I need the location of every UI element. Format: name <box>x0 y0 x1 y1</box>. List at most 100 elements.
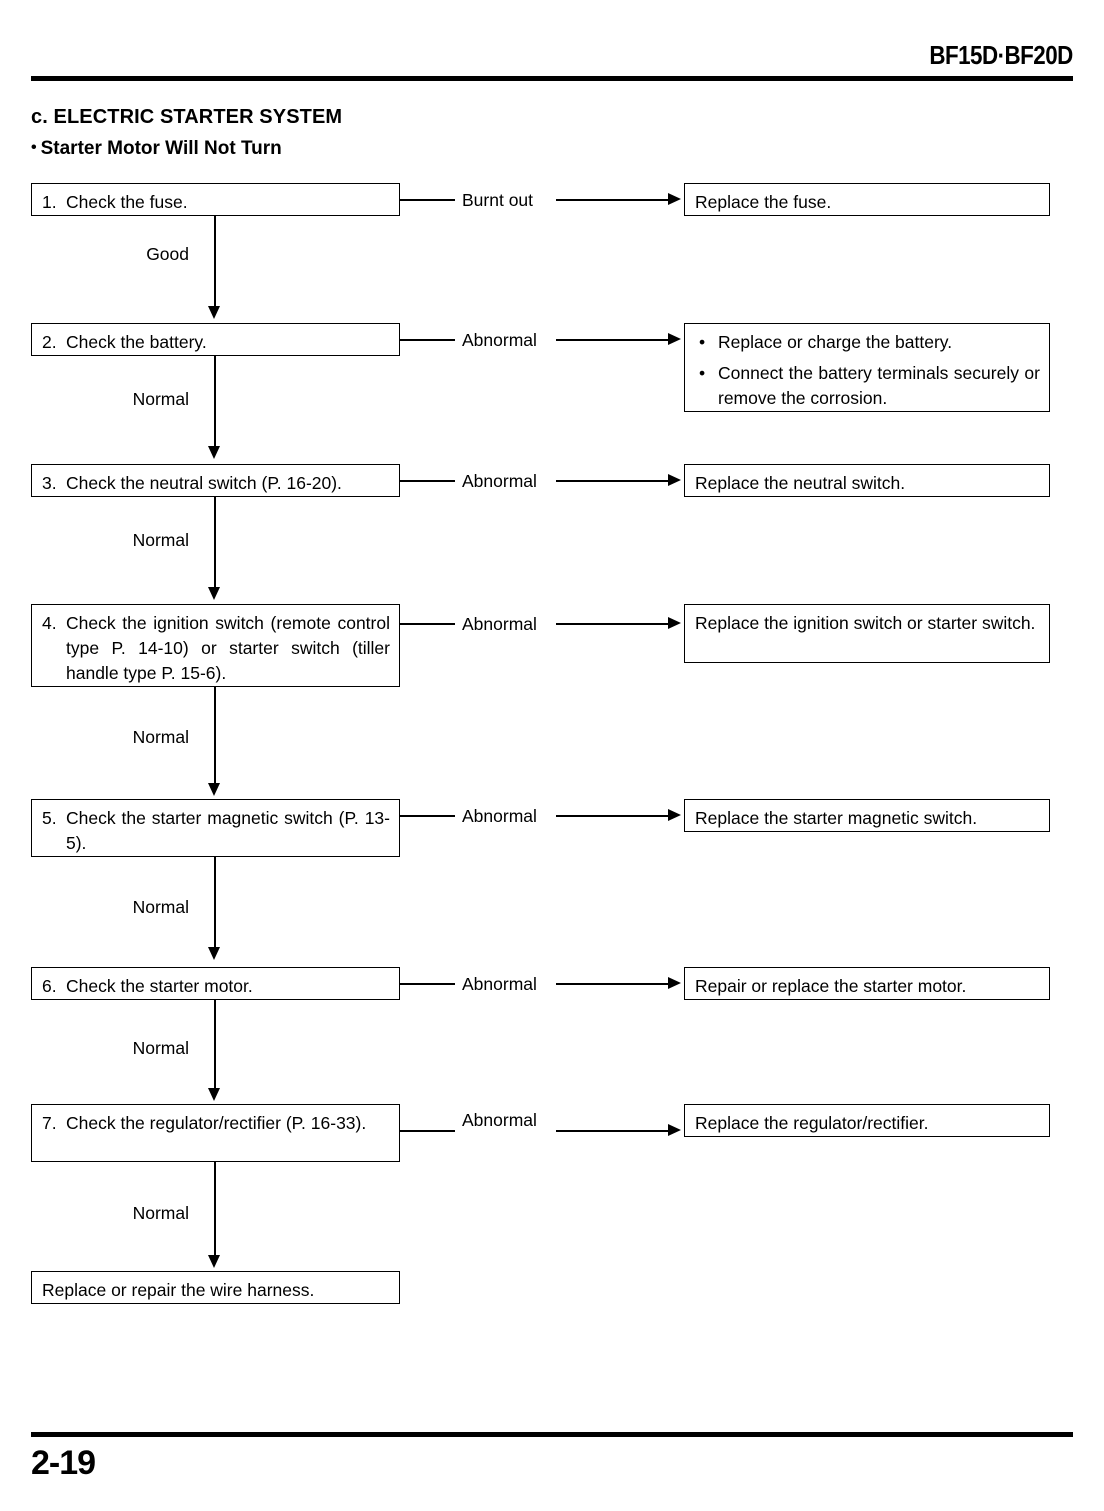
flow-step-5-result-text: Replace the starter magnetic switch. <box>695 808 978 828</box>
flow-step-4-branch-label: Abnormal <box>462 614 537 634</box>
flow-step-5-box: 5. Check the starter magnetic switch (P.… <box>31 799 400 857</box>
flow-step-5-result-box: Replace the starter magnetic switch. <box>684 799 1050 832</box>
flow-step-7-branch-arrow <box>668 1124 681 1136</box>
flow-step-7-branch-line-right <box>556 1130 671 1132</box>
bullet-dot-icon: • <box>699 332 706 352</box>
section-subtitle: •Starter Motor Will Not Turn <box>31 138 282 160</box>
flow-step-1-branch-arrow <box>668 193 681 205</box>
flow-step-5-branch-line-left <box>400 815 455 817</box>
list-item: • Replace or charge the battery. <box>695 330 1040 355</box>
flow-step-6-pass-line <box>214 1000 216 1088</box>
flow-step-3-result-text: Replace the neutral switch. <box>695 473 906 493</box>
flow-step-2-branch-arrow <box>668 333 681 345</box>
flow-step-7-pass-label: Normal <box>132 1203 189 1223</box>
flow-step-6-text: Check the starter motor. <box>66 976 253 996</box>
flow-step-3-number: 3. <box>42 473 57 493</box>
flow-step-2-branch-line-left <box>400 339 455 341</box>
footer-rule <box>31 1432 1073 1437</box>
flow-step-1-box: 1. Check the fuse. <box>31 183 400 216</box>
flow-step-4-pass-label: Normal <box>132 727 189 747</box>
flow-step-3-branch-line-left <box>400 480 455 482</box>
flow-step-1-text: Check the fuse. <box>66 192 188 212</box>
flow-step-1-branch-label: Burnt out <box>462 190 534 210</box>
flow-step-3-pass-line <box>214 497 216 587</box>
flow-step-6-number: 6. <box>42 976 57 996</box>
flow-step-4-pass-line <box>214 687 216 783</box>
flow-step-3-pass-arrow <box>208 587 220 600</box>
flow-step-5-pass-label: Normal <box>132 897 189 917</box>
flow-step-2-branch-label: Abnormal <box>462 330 537 350</box>
flow-step-4-branch-arrow <box>668 617 681 629</box>
flow-step-1-branch-line-right <box>556 199 671 201</box>
flow-step-4-result-box: Replace the ignition switch or starter s… <box>684 604 1050 663</box>
flow-step-3-branch-arrow <box>668 474 681 486</box>
flow-step-2-result-box: • Replace or charge the battery. • Conne… <box>684 323 1050 412</box>
flow-step-6-pass-label: Normal <box>132 1038 189 1058</box>
header-rule <box>31 76 1073 81</box>
flow-step-7-result-box: Replace the regulator/rectifier. <box>684 1104 1050 1137</box>
flow-final-box: Replace or repair the wire harness. <box>31 1271 400 1304</box>
flow-step-5-branch-line-right <box>556 815 671 817</box>
flow-step-6-branch-label: Abnormal <box>462 974 537 994</box>
flow-step-2-text: Check the battery. <box>66 332 207 352</box>
flow-step-6-pass-arrow <box>208 1088 220 1101</box>
flow-step-4-result-text: Replace the ignition switch or starter s… <box>695 613 1036 633</box>
flow-step-1-pass-label: Good <box>146 244 189 264</box>
flow-step-5-number: 5. <box>42 808 57 828</box>
flow-step-1-branch-line-left <box>400 199 455 201</box>
flow-step-2-branch-line-right <box>556 339 671 341</box>
flow-step-1-pass-line <box>214 216 216 306</box>
page-number: 2-19 <box>31 1444 96 1482</box>
flow-step-6-result-text: Repair or replace the starter motor. <box>695 976 967 996</box>
flow-step-7-pass-line <box>214 1162 216 1255</box>
flow-step-2-result-list: • Replace or charge the battery. • Conne… <box>695 330 1040 411</box>
page-header-model-title: BF15D·BF20D <box>929 40 1074 70</box>
flow-step-5-pass-arrow <box>208 947 220 960</box>
section-title: c. ELECTRIC STARTER SYSTEM <box>31 106 343 128</box>
flow-step-7-result-text: Replace the regulator/rectifier. <box>695 1113 929 1133</box>
flow-step-4-box: 4. Check the ignition switch (remote con… <box>31 604 400 687</box>
flow-step-6-box: 6. Check the starter motor. <box>31 967 400 1000</box>
flow-step-4-text: Check the ignition switch (remote contro… <box>66 613 390 683</box>
flow-step-2-result-bullet-1: Replace or charge the battery. <box>718 332 953 352</box>
flow-step-7-box: 7. Check the regulator/rectifier (P. 16-… <box>31 1104 400 1162</box>
flow-step-3-text: Check the neutral switch (P. 16-20). <box>66 473 342 493</box>
flow-step-2-result-bullet-2: Connect the battery terminals securely o… <box>718 363 1040 408</box>
flow-step-2-pass-arrow <box>208 446 220 459</box>
flow-step-5-branch-label: Abnormal <box>462 806 537 826</box>
flow-step-6-branch-arrow <box>668 977 681 989</box>
flow-step-1-number: 1. <box>42 192 57 212</box>
flow-step-5-text: Check the starter magnetic switch (P. 13… <box>66 808 390 853</box>
flow-step-7-number: 7. <box>42 1113 57 1133</box>
subtitle-bullet-icon: • <box>31 139 37 156</box>
flow-step-2-number: 2. <box>42 332 57 352</box>
flow-step-4-pass-arrow <box>208 783 220 796</box>
flow-step-3-pass-label: Normal <box>132 530 189 550</box>
flow-step-1-result-box: Replace the fuse. <box>684 183 1050 216</box>
flow-step-3-box: 3. Check the neutral switch (P. 16-20). <box>31 464 400 497</box>
flow-step-3-branch-label: Abnormal <box>462 471 537 491</box>
flow-step-4-number: 4. <box>42 613 57 633</box>
flow-final-text: Replace or repair the wire harness. <box>42 1280 315 1300</box>
flow-step-6-branch-line-left <box>400 983 455 985</box>
flow-step-2-pass-label: Normal <box>132 389 189 409</box>
flow-step-2-pass-line <box>214 356 216 446</box>
flow-step-4-branch-line-right <box>556 623 671 625</box>
flow-step-1-result-text: Replace the fuse. <box>695 192 832 212</box>
flow-step-5-branch-arrow <box>668 809 681 821</box>
section-subtitle-label: Starter Motor Will Not Turn <box>40 138 282 159</box>
flow-step-1-pass-arrow <box>208 306 220 319</box>
list-item: • Connect the battery terminals securely… <box>695 361 1040 411</box>
flow-step-7-text: Check the regulator/rectifier (P. 16-33)… <box>66 1113 367 1133</box>
flow-step-3-branch-line-right <box>556 480 671 482</box>
flow-step-2-box: 2. Check the battery. <box>31 323 400 356</box>
bullet-dot-icon: • <box>699 363 706 383</box>
flow-step-6-branch-line-right <box>556 983 671 985</box>
flow-step-3-result-box: Replace the neutral switch. <box>684 464 1050 497</box>
flow-step-7-pass-arrow <box>208 1255 220 1268</box>
flow-step-4-branch-line-left <box>400 623 455 625</box>
flow-step-5-pass-line <box>214 857 216 947</box>
flow-step-7-branch-label: Abnormal <box>462 1110 537 1130</box>
flow-step-6-result-box: Repair or replace the starter motor. <box>684 967 1050 1000</box>
